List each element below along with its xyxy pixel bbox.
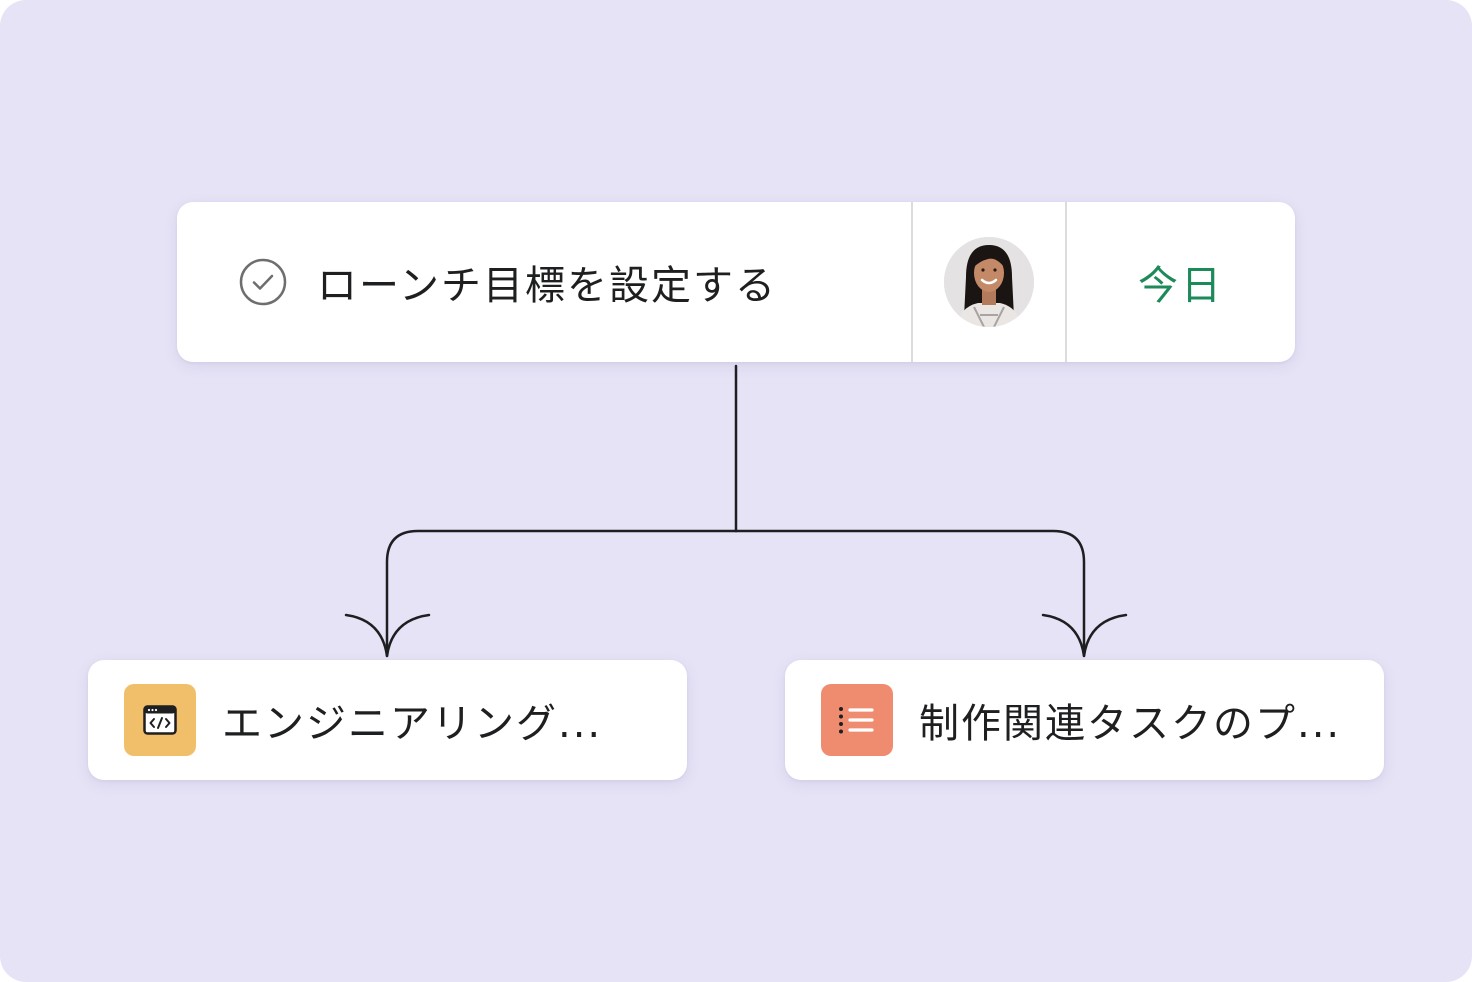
list-icon [839, 707, 874, 734]
arrow-head-right [1041, 613, 1128, 657]
code-window-icon [143, 705, 177, 735]
parent-task-row[interactable]: ローンチ目標を設定する [177, 202, 1295, 362]
check-circle-icon[interactable] [239, 258, 287, 306]
subproject-title: エンジニアリング... [222, 701, 603, 747]
due-date: 今日 [1138, 263, 1224, 309]
column-divider [911, 202, 913, 362]
connector-branch-left [385, 529, 738, 658]
task-name-cell[interactable]: ローンチ目標を設定する [177, 202, 911, 362]
arrow-head-left [344, 613, 431, 657]
subproject-title: 制作関連タスクのプ... [919, 701, 1342, 747]
avatar-portrait [944, 237, 1034, 327]
column-divider [1065, 202, 1067, 362]
project-icon-tile [124, 684, 196, 756]
assignee-cell[interactable] [913, 202, 1065, 362]
due-date-cell[interactable]: 今日 [1067, 202, 1295, 362]
connector-branch-right [734, 529, 1086, 658]
project-icon-tile [821, 684, 893, 756]
subproject-card-engineering[interactable]: エンジニアリング... [88, 660, 687, 780]
subproject-card-production[interactable]: 制作関連タスクのプ... [785, 660, 1384, 780]
task-title: ローンチ目標を設定する [317, 263, 777, 309]
avatar[interactable] [944, 237, 1034, 327]
